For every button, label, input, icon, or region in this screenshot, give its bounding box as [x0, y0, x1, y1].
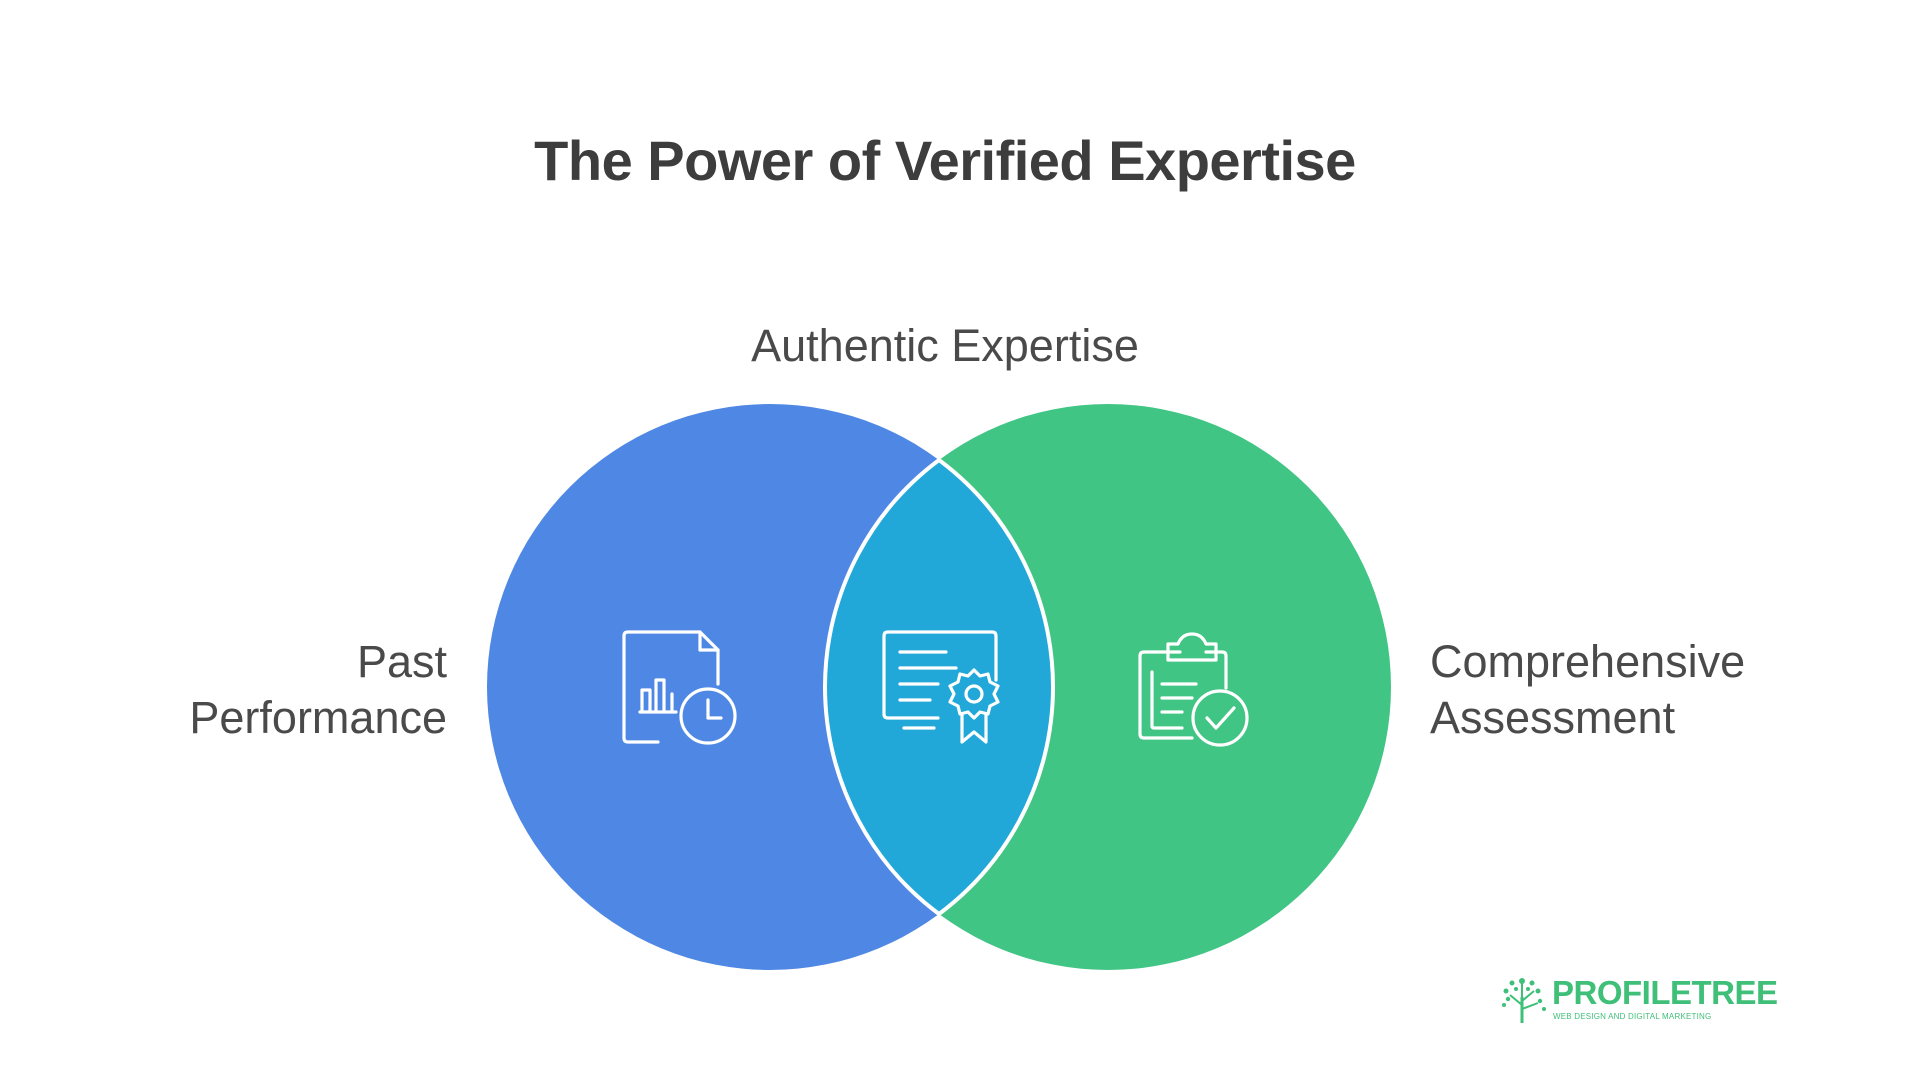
- right-label-line1: Comprehensive: [1430, 636, 1746, 687]
- right-label-line2: Assessment: [1430, 692, 1676, 743]
- left-label: Past Performance: [47, 634, 447, 746]
- logo-name: PROFILETREE: [1552, 974, 1778, 1011]
- diagram-title: The Power of Verified Expertise: [534, 129, 1356, 192]
- profiletree-logo: PROFILETREE WEB DESIGN AND DIGITAL MARKE…: [1500, 975, 1778, 1029]
- right-label: Comprehensive Assessment: [1430, 634, 1850, 746]
- overlap-outline: [822, 457, 1056, 917]
- left-label-line2: Performance: [189, 692, 447, 743]
- report-chart-clock-icon: [622, 630, 737, 745]
- tree-icon: [1502, 978, 1546, 1023]
- overlap-region: [825, 404, 1053, 970]
- logo-tagline: WEB DESIGN AND DIGITAL MARKETING: [1553, 1012, 1712, 1021]
- certificate-badge-icon: [882, 630, 1000, 744]
- left-label-line1: Past: [356, 636, 447, 687]
- center-label: Authentic Expertise: [751, 320, 1139, 371]
- clipboard-check-icon: [1138, 632, 1249, 747]
